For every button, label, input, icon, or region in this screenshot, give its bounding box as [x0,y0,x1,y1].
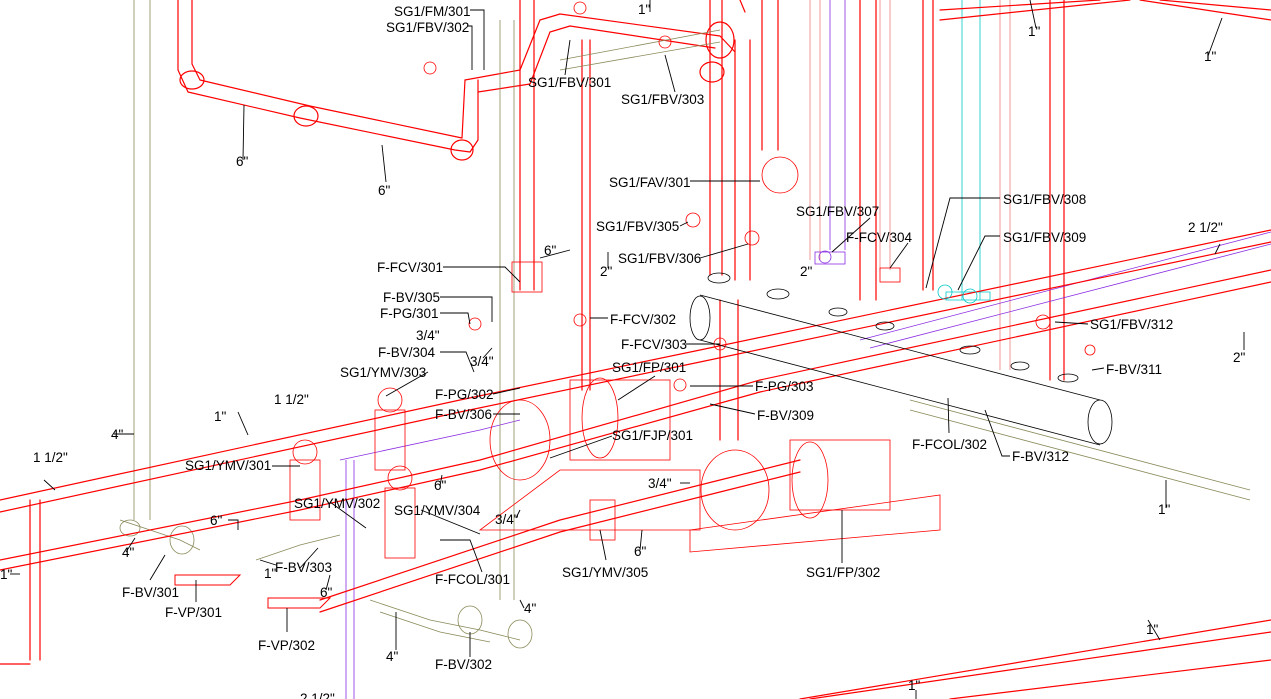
size-callout: 1" [1158,502,1171,517]
pipe-cyan-risers [945,0,991,301]
label-sg1-ymv-304: SG1/YMV/304 [394,503,481,518]
valve-sg1-fbv-307 [814,250,846,265]
label-f-bv-303: F-BV/303 [275,560,332,575]
size-callout: 1 1/2" [274,392,309,407]
size-callout: 1" [908,678,921,693]
size-callout: 3/4" [470,354,494,369]
size-callout: 3/4" [416,328,440,343]
label-f-pg-303: F-PG/303 [755,379,814,394]
valves [289,1,1096,559]
size-callout: 6" [320,585,333,600]
label-f-fcv-302: F-FCV/302 [610,312,676,327]
annotation-labels: SG1/FM/301 SG1/FBV/302 SG1/FBV/301 SG1/F… [0,2,1246,699]
label-sg1-fbv-301: SG1/FBV/301 [528,75,611,90]
size-callout: 4" [122,545,135,560]
size-callout: 6" [378,183,391,198]
size-callout: 6" [434,478,447,493]
leader-lines [10,0,1245,699]
size-callout: 2" [1233,350,1246,365]
label-f-bv-309: F-BV/309 [757,408,814,423]
size-callout: 1" [1204,49,1217,64]
size-callout: 1" [214,409,227,424]
label-f-vp-301: F-VP/301 [165,605,222,620]
label-sg1-fbv-305: SG1/FBV/305 [596,219,679,234]
label-sg1-ymv-302: SG1/YMV/302 [294,496,380,511]
label-sg1-fbv-309: SG1/FBV/309 [1003,230,1086,245]
size-callout: 4" [111,427,124,442]
label-sg1-fm-301: SG1/FM/301 [394,4,471,19]
label-f-pg-302: F-PG/302 [435,387,494,402]
label-sg1-ymv-305: SG1/YMV/305 [562,565,648,580]
size-callout: 1" [1028,24,1041,39]
label-f-vp-302: F-VP/302 [258,638,315,653]
size-callout: 4" [386,649,399,664]
label-f-bv-301: F-BV/301 [122,585,179,600]
size-callout: 6" [210,513,223,528]
label-f-bv-312: F-BV/312 [1012,449,1069,464]
label-f-fcv-303: F-FCV/303 [621,337,687,352]
label-sg1-fp-302: SG1/FP/302 [806,565,880,580]
pump-sg1-fp-302 [689,439,941,553]
pump-sg1-fp-301 [478,377,701,531]
label-sg1-fbv-302: SG1/FBV/302 [386,20,469,35]
label-sg1-fbv-306: SG1/FBV/306 [618,251,701,266]
size-callout: 3/4" [495,512,519,527]
size-callout: 6" [236,154,249,169]
support-plates [174,574,332,609]
size-callout: 6" [634,544,647,559]
label-f-fcv-301: F-FCV/301 [377,260,443,275]
size-callout: 1" [0,567,13,582]
label-f-fcol-301: F-FCOL/301 [435,572,510,587]
label-f-pg-301: F-PG/301 [380,306,439,321]
label-f-bv-304: F-BV/304 [378,345,436,360]
label-sg1-fbv-307: SG1/FBV/307 [796,204,879,219]
size-callout: 6" [544,243,557,258]
label-sg1-fbv-303: SG1/FBV/303 [621,92,704,107]
label-sg1-fav-301: SG1/FAV/301 [609,175,691,190]
label-f-bv-311: F-BV/311 [1106,362,1162,377]
pipe-upper-loop [177,0,736,161]
size-callout: 2" [800,264,813,279]
label-f-fcv-304: F-FCV/304 [846,230,913,245]
header-drum [689,272,1113,446]
pipe-pink-risers [809,0,1011,370]
size-callout: 1 1/2" [33,450,68,465]
label-sg1-fbv-308: SG1/FBV/308 [1003,192,1086,207]
label-sg1-ymv-301: SG1/YMV/301 [185,458,271,473]
label-sg1-fjp-301: SG1/FJP/301 [612,428,693,443]
label-f-bv-305: F-BV/305 [383,290,440,305]
size-callout: 1" [264,566,277,581]
size-callout: 2" [600,264,613,279]
size-callout: 2 1/2" [300,691,335,699]
label-sg1-fp-301: SG1/FP/301 [612,360,686,375]
pipe-vertical-risers [519,0,1065,441]
size-callout: 1" [638,2,651,17]
size-callout: 3/4" [648,476,672,491]
label-f-bv-302: F-BV/302 [435,657,492,672]
pipe-olive [119,0,1251,649]
pipe-purple-risers [339,0,1271,699]
label-f-fcol-302: F-FCOL/302 [912,437,987,452]
size-callout: 2 1/2" [1188,220,1223,235]
size-callout: 1" [1146,622,1159,637]
label-f-bv-306: F-BV/306 [435,407,492,422]
valve-sg1-fbv-309 [937,284,978,304]
label-sg1-ymv-303: SG1/YMV/303 [340,365,426,380]
label-sg1-fbv-312: SG1/FBV/312 [1090,317,1173,332]
size-callout: 4" [524,601,537,616]
